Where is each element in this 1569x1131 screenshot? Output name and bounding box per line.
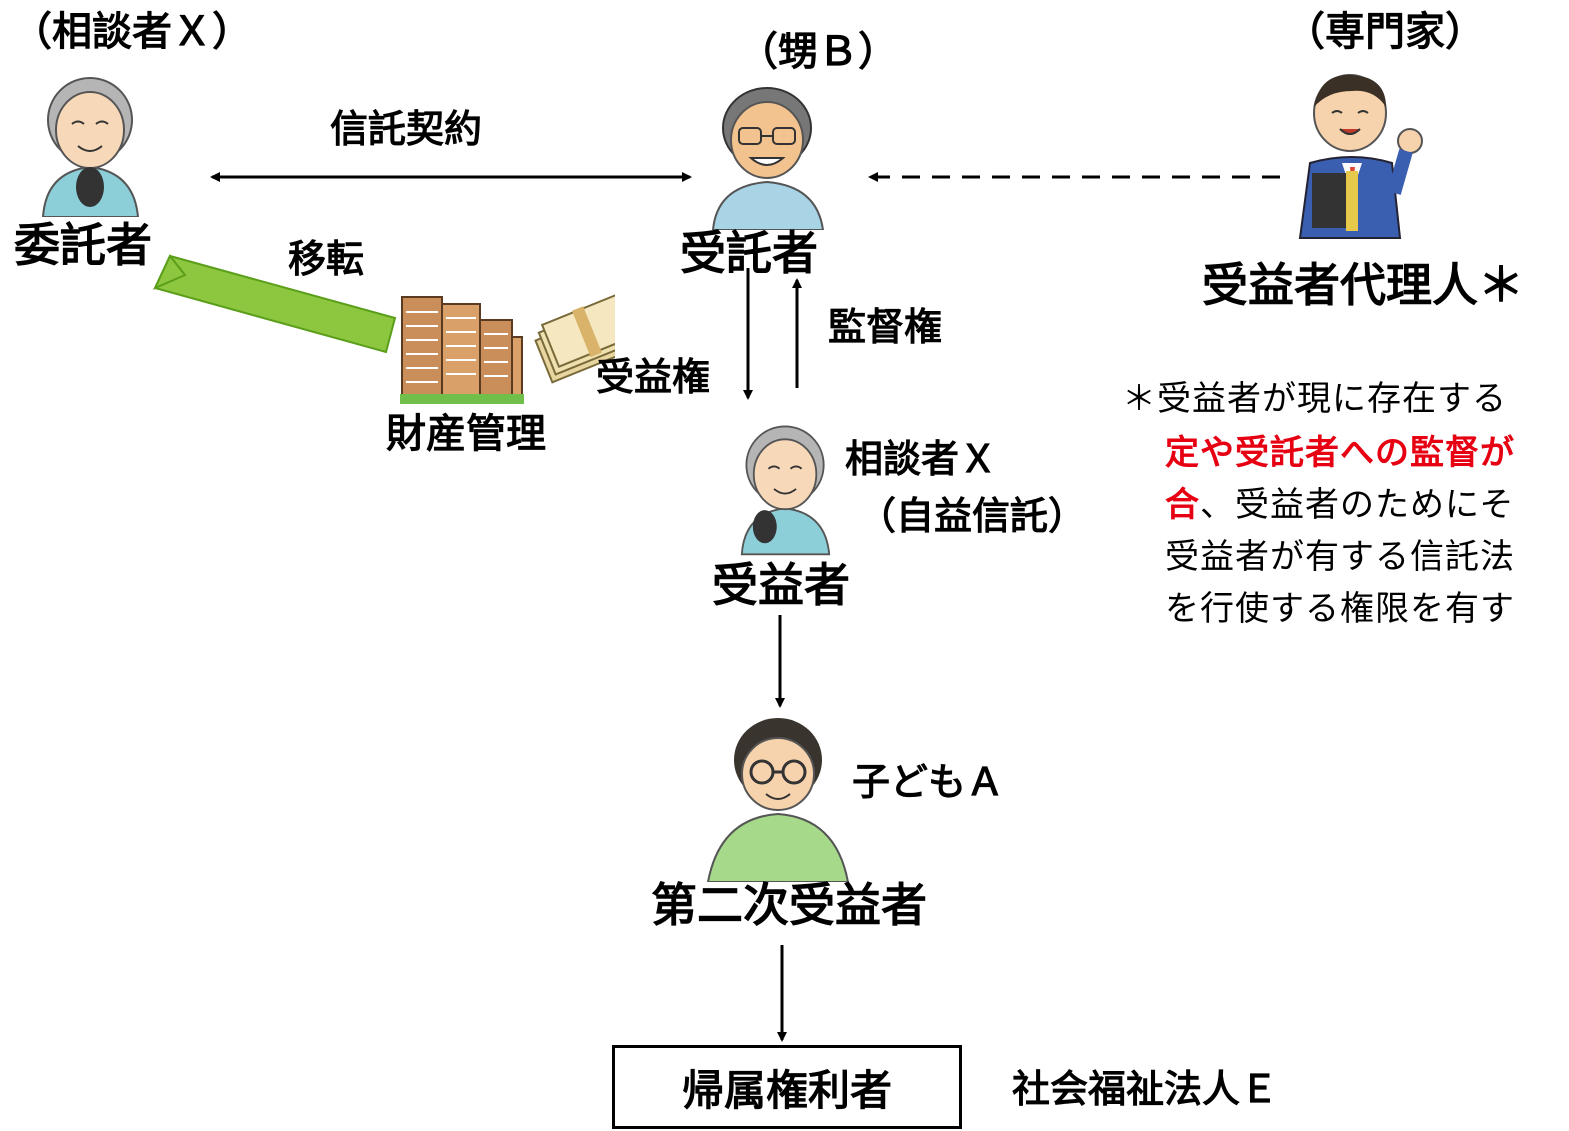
beneficial-interest-label: 受益権 — [596, 355, 711, 399]
child-glasses-icon — [706, 718, 850, 882]
nephew-glasses-icon — [711, 87, 825, 230]
trustee-label: 受託者 — [680, 226, 818, 280]
note-line-3-red: 合 — [1165, 485, 1200, 525]
note-line-5: を行使する権限を有す — [1165, 589, 1515, 629]
child-label: 子どもＡ — [852, 760, 1005, 804]
expert-role-label: （専門家） — [1285, 9, 1485, 55]
elderly-man-icon — [41, 77, 140, 217]
beneficiary-person-label: 相談者Ｘ — [845, 437, 998, 481]
transfer-arrow-tail — [152, 254, 187, 290]
expert-suit-icon — [1298, 74, 1423, 239]
residual-holder-label: 帰属権利者 — [681, 1065, 892, 1115]
note-line-4: 受益者が有する信託法 — [1165, 537, 1515, 577]
beneficiary-elderly-man-icon — [740, 425, 831, 556]
settlor-label: 委託者 — [14, 218, 152, 272]
note-line-3-rest: 、受益者のためにそ — [1200, 485, 1515, 525]
note-line-1: ＊受益者が現に存在する — [1122, 379, 1507, 419]
supervision-right-label: 監督権 — [828, 305, 943, 349]
residual-holder-box: 帰属権利者 — [612, 1045, 962, 1129]
beneficiary-label: 受益者 — [712, 558, 850, 612]
note-line-2: 定や受託者への監督が — [1165, 433, 1515, 473]
trustee-role-label: （甥Ｂ） — [738, 29, 898, 75]
building-money-icon — [400, 293, 615, 404]
settlor-role-label: （相談者Ｘ） — [12, 9, 252, 55]
note-line-3: 合、受益者のためにそ — [1165, 488, 1514, 522]
transfer-label: 移転 — [288, 237, 365, 281]
second-beneficiary-label: 第二次受益者 — [651, 878, 927, 932]
property-management-label: 財産管理 — [386, 411, 546, 457]
beneficiary-agent-label: 受益者代理人＊ — [1202, 258, 1524, 312]
welfare-corp-label: 社会福祉法人Ｅ — [1012, 1067, 1279, 1111]
trust-contract-label: 信託契約 — [330, 107, 483, 151]
self-benefit-trust-label: （自益信託） — [858, 494, 1087, 538]
